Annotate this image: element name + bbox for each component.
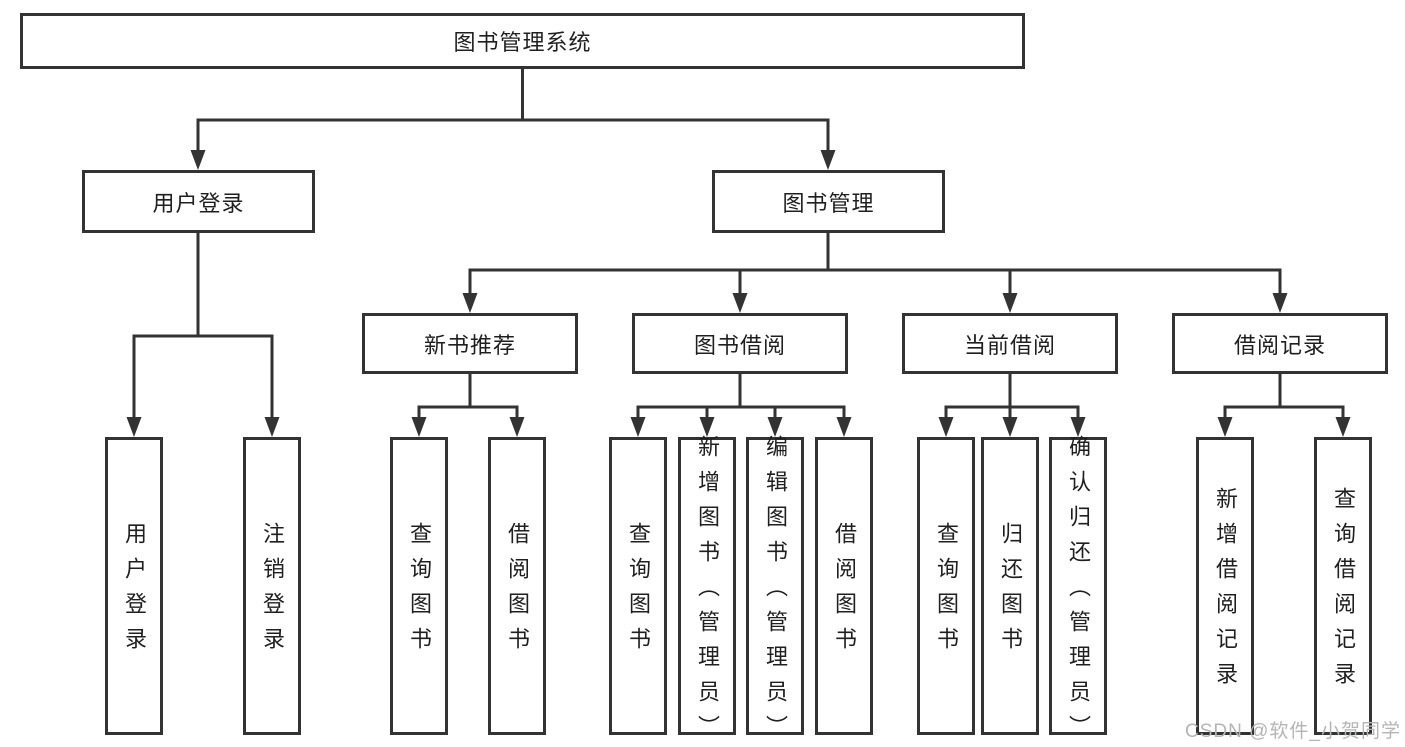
leaf-label: 借阅图书 bbox=[505, 522, 530, 662]
leaf-label: 注销登录 bbox=[260, 522, 285, 662]
leaf-query-books-borrowing: 查询图书 bbox=[609, 437, 667, 735]
leaf-label: 用户登录 bbox=[122, 522, 147, 662]
csdn-watermark: CSDN @软件_小贺同学 bbox=[1185, 721, 1401, 742]
leaf-label: 查询图书 bbox=[626, 522, 651, 662]
leaf-add-books-admin: 新增图书（管理员） bbox=[678, 435, 736, 747]
arrowheads bbox=[126, 150, 1351, 437]
leaf-borrow-books-borrowing: 借阅图书 bbox=[815, 437, 873, 735]
leaf-borrow-books-recommend: 借阅图书 bbox=[488, 437, 546, 735]
leaf-label: 借阅图书 bbox=[832, 522, 857, 662]
leaf-confirm-return-admin: 确认归还（管理员） bbox=[1049, 435, 1107, 747]
leaf-label: 归还图书 bbox=[998, 522, 1023, 662]
leaf-logout: 注销登录 bbox=[243, 437, 301, 735]
leaf-label: 查询借阅记录 bbox=[1331, 487, 1356, 697]
node-user-login: 用户登录 bbox=[82, 170, 315, 233]
leaf-label: 查询图书 bbox=[407, 522, 432, 662]
node-borrow-records: 借阅记录 bbox=[1172, 313, 1388, 374]
node-current-borrowing: 当前借阅 bbox=[902, 313, 1118, 374]
leaf-edit-books-admin: 编辑图书（管理员） bbox=[746, 435, 804, 747]
leaf-user-login: 用户登录 bbox=[105, 437, 163, 735]
node-new-book-recommend: 新书推荐 bbox=[362, 313, 578, 374]
leaf-label: 确认归还（管理员） bbox=[1066, 434, 1091, 747]
leaf-query-books-recommend: 查询图书 bbox=[390, 437, 448, 735]
leaf-add-borrow-record: 新增借阅记录 bbox=[1196, 437, 1254, 735]
leaf-return-books: 归还图书 bbox=[981, 437, 1039, 735]
leaf-label: 新增借阅记录 bbox=[1213, 487, 1238, 697]
node-book-management: 图书管理 bbox=[712, 170, 945, 233]
node-book-borrowing: 图书借阅 bbox=[632, 313, 848, 374]
leaf-query-books-current: 查询图书 bbox=[917, 437, 975, 735]
leaf-query-borrow-record: 查询借阅记录 bbox=[1314, 437, 1372, 735]
node-library-management-system: 图书管理系统 bbox=[20, 13, 1025, 69]
leaf-label: 查询图书 bbox=[934, 522, 959, 662]
leaf-label: 编辑图书（管理员） bbox=[763, 434, 788, 747]
leaf-label: 新增图书（管理员） bbox=[695, 434, 720, 747]
